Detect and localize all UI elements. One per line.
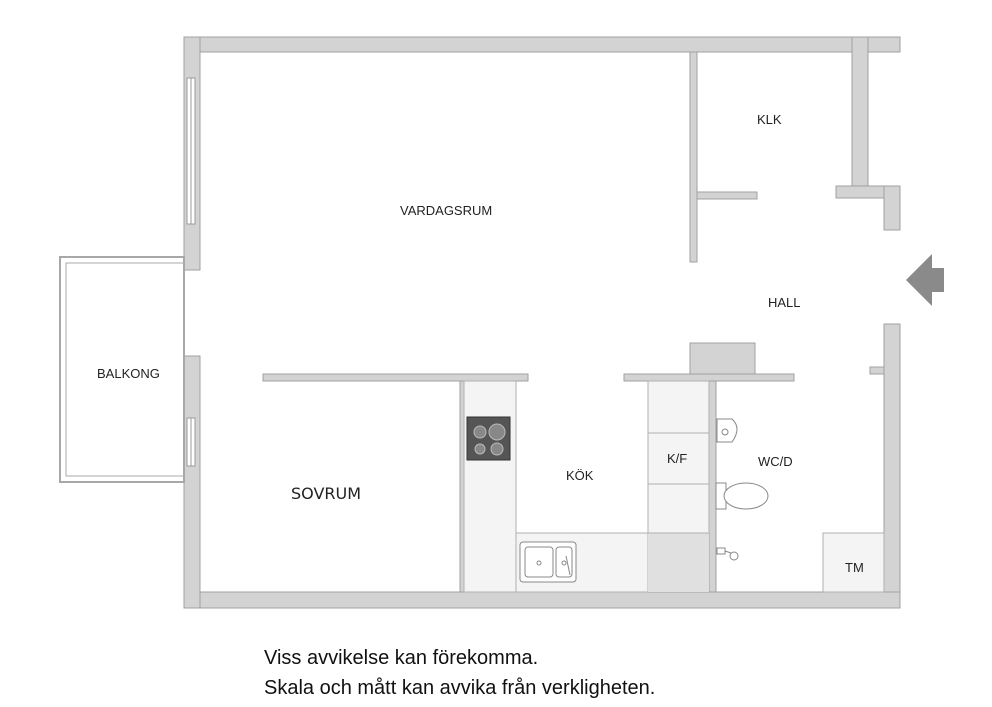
floor-shade	[648, 533, 709, 592]
storage-cabinets	[647, 380, 710, 534]
room-label-kf: K/F	[667, 451, 687, 466]
walls	[183, 36, 901, 609]
disclaimer-line-1: Viss avvikelse kan förekomma.	[264, 647, 539, 669]
room-label-klk: KLK	[757, 112, 782, 127]
washing-machine	[822, 532, 885, 593]
disclaimer: Viss avvikelse kan förekomma. Skala och …	[264, 643, 655, 703]
room-label-kok: KÖK	[566, 468, 594, 483]
entrance-arrow-icon	[906, 254, 944, 306]
windows	[186, 77, 196, 467]
room-label-tm: TM	[845, 560, 864, 575]
toilet-icon	[715, 482, 769, 510]
balcony	[59, 256, 185, 483]
disclaimer-line-2: Skala och mått kan avvika från verklighe…	[264, 677, 656, 699]
stove-icon	[466, 416, 511, 461]
room-label-balkong: BALKONG	[97, 366, 160, 381]
room-label-wcd: WC/D	[758, 454, 793, 469]
room-label-hall: HALL	[768, 295, 801, 310]
shower-icon	[716, 547, 739, 561]
washbasin-icon	[716, 418, 738, 443]
room-label-vardagsrum: VARDAGSRUM	[400, 203, 492, 218]
sink-icon	[519, 541, 577, 583]
room-label-sovrum: SOVRUM	[291, 484, 361, 503]
